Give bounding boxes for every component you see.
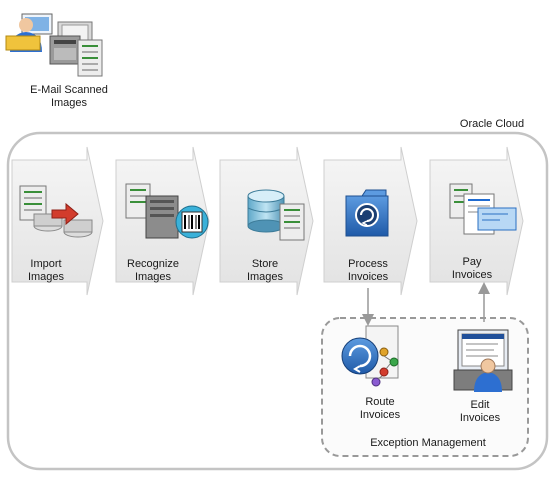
step-recognize-line2: Images — [134, 271, 172, 283]
database-storage-icon — [247, 189, 305, 241]
step-import-line1: Import — [30, 258, 62, 270]
recognize-server-icon — [125, 183, 209, 239]
scanner-person-icon — [5, 13, 103, 77]
step-label-import: Import Images — [12, 258, 80, 284]
payment-documents-icon — [449, 183, 517, 235]
step-label-store: Store Images — [228, 258, 302, 284]
source-label: E-Mail Scanned Images — [10, 84, 128, 110]
route-line2: Invoices — [359, 409, 401, 421]
cloud-title: Oracle Cloud — [459, 118, 525, 130]
step-pay-line1: Pay — [462, 256, 482, 268]
step-store-line2: Images — [246, 271, 284, 283]
step-process-line1: Process — [348, 258, 388, 270]
source-label-line2: Images — [50, 97, 88, 109]
import-images-icon — [19, 185, 93, 238]
step-label-process: Process Invoices — [330, 258, 406, 284]
source-label-line1: E-Mail Scanned — [30, 84, 108, 96]
step-label-pay: Pay Invoices — [434, 256, 510, 282]
workstation-icon — [453, 329, 513, 392]
folder-process-icon — [345, 189, 389, 237]
step-label-recognize: Recognize Images — [116, 258, 190, 284]
step-process-line2: Invoices — [347, 271, 389, 283]
step-import-line2: Images — [27, 271, 65, 283]
step-store-line1: Store — [251, 258, 279, 270]
edit-label: Edit Invoices — [442, 399, 518, 425]
exception-management-title: Exception Management — [370, 437, 486, 449]
step-recognize-line1: Recognize — [127, 258, 179, 270]
route-label: Route Invoices — [342, 396, 418, 422]
edit-line2: Invoices — [459, 412, 501, 424]
routing-workflow-icon — [341, 325, 399, 387]
edit-line1: Edit — [470, 399, 490, 411]
step-pay-line2: Invoices — [451, 269, 493, 281]
route-line1: Route — [365, 396, 395, 408]
